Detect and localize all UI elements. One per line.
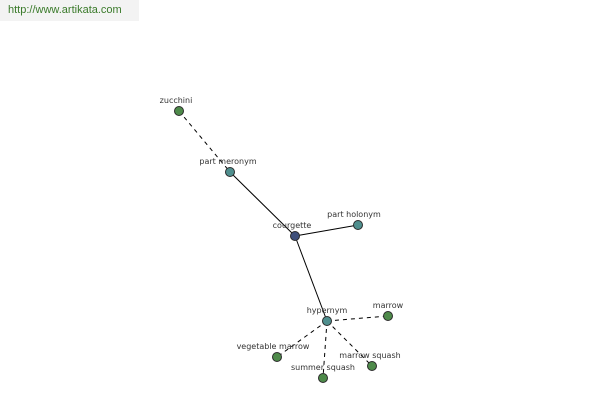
node-label-part-holonym: part holonym <box>327 210 381 219</box>
node-circle-part-meronym[interactable] <box>225 167 235 177</box>
node-label-vegetable-marrow: vegetable marrow <box>237 342 310 351</box>
edge-hypernym-to-marrow-squash <box>326 320 373 367</box>
node-label-summer-squash: summer squash <box>291 363 355 372</box>
node-label-hypernym: hypernym <box>307 306 348 315</box>
node-label-part-meronym: part meronym <box>199 157 256 166</box>
node-courgette[interactable]: courgette <box>273 221 312 241</box>
node-circle-marrow-squash[interactable] <box>367 361 377 371</box>
node-vegetable-marrow[interactable]: vegetable marrow <box>237 342 310 362</box>
edge-courgette-to-hypernym <box>294 235 328 322</box>
node-circle-marrow[interactable] <box>383 311 393 321</box>
node-marrow-squash[interactable]: marrow squash <box>339 351 401 371</box>
node-hypernym[interactable]: hypernym <box>307 306 348 326</box>
node-part-meronym[interactable]: part meronym <box>199 157 257 177</box>
node-circle-zucchini[interactable] <box>174 106 184 116</box>
nodes-layer: zucchini part meronym courgette part holony… <box>160 96 404 383</box>
edge-zucchini-to-part-meronym <box>178 110 231 173</box>
edge-hypernym-to-marrow <box>326 315 389 322</box>
node-summer-squash[interactable]: summer squash <box>291 363 355 383</box>
node-label-courgette: courgette <box>273 221 312 230</box>
edge-hypernym-to-summer-squash <box>322 320 328 379</box>
node-label-zucchini: zucchini <box>160 96 193 105</box>
edge-part-meronym-to-courgette <box>229 171 296 237</box>
node-part-holonym[interactable]: part holonym <box>327 210 381 230</box>
source-link[interactable]: http://www.artikata.com <box>0 0 139 21</box>
edge-courgette-to-part-holonym <box>294 224 359 237</box>
node-label-marrow-squash: marrow squash <box>339 351 400 360</box>
node-circle-hypernym[interactable] <box>322 316 332 326</box>
node-marrow[interactable]: marrow <box>373 301 404 321</box>
node-circle-vegetable-marrow[interactable] <box>272 352 282 362</box>
node-circle-courgette[interactable] <box>290 231 300 241</box>
node-label-marrow: marrow <box>373 301 404 310</box>
node-zucchini[interactable]: zucchini <box>160 96 193 116</box>
node-circle-summer-squash[interactable] <box>318 373 328 383</box>
edge-hypernym-to-vegetable-marrow <box>276 320 328 358</box>
node-circle-part-holonym[interactable] <box>353 220 363 230</box>
edges-layer <box>178 110 389 379</box>
